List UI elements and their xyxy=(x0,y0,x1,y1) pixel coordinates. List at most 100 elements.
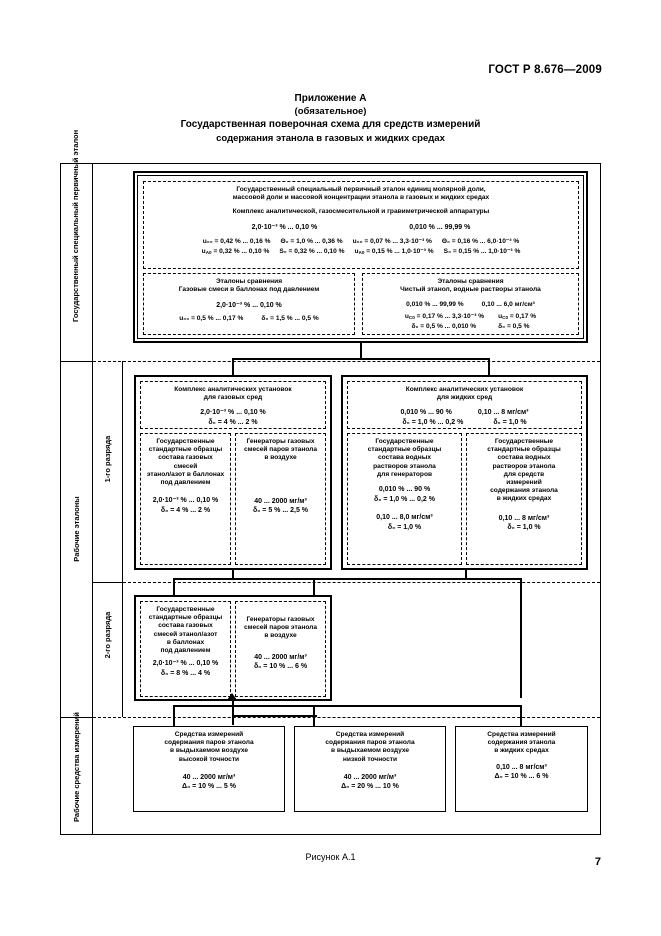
comparison-liquid-subtitle: Чистый этанол, водные растворы этанола xyxy=(400,286,541,294)
si-low-delta: Δ₀ = 20 % ... 10 % xyxy=(341,783,399,791)
rank1-lgso-si-title5: для средств xyxy=(503,470,545,478)
appendix-subtitle: (обязательное) xyxy=(294,106,367,117)
rank1-gas-gso-title4: смесей xyxy=(173,462,198,470)
zone-divider-1 xyxy=(93,361,600,362)
rank1-gas-gso-range: 2,0·10⁻³ % ... 0,10 % xyxy=(152,497,219,505)
rank1-liquid-complex-delta-right: δ₀ = 1,0 % xyxy=(493,418,527,426)
zone-divider-2 xyxy=(123,582,600,583)
rank1-gas-complex-delta: δ₀ = 4 % ... 2 % xyxy=(208,418,258,426)
appendix-title: Приложение А xyxy=(294,93,367,104)
si-high-title3: в выдыхаемом воздухе xyxy=(169,747,249,755)
rank1-gas-gso-title1: Государственные xyxy=(156,438,215,445)
comparison-gas-subtitle: Газовые смеси в баллонах под давлением xyxy=(178,286,320,294)
primary-title-line1: Государственный специальный первичный эт… xyxy=(236,186,486,193)
si-high-title4: высокой точности xyxy=(178,755,240,763)
rank1-lgso-gen-title5: для генераторов xyxy=(376,470,433,478)
rank2-gas-gso-range: 2,0·10⁻³ % ... 0,10 % xyxy=(152,660,219,668)
si-liquid-title3: в жидких средах xyxy=(494,747,549,755)
label-rank-1: 1-го разряда xyxy=(103,435,112,483)
primary-right-S0: S₀ = 0,15 % ... 1,0·10⁻³ % xyxy=(443,247,521,255)
rank2-gas-gso-delta: δ₀ = 8 % ... 4 % xyxy=(160,669,211,677)
si-liquid-title1: Средства измерений xyxy=(487,731,556,738)
rank2-gas-gen-delta: δ₀ = 10 % ... 6 % xyxy=(253,663,308,671)
connector xyxy=(313,578,315,596)
rank-label-column xyxy=(93,361,123,717)
scheme-title-line2: содержания этанола в газовых и жидких ср… xyxy=(216,132,445,144)
divider xyxy=(61,717,93,718)
comparison-liquid-title: Эталоны сравнения xyxy=(437,278,504,285)
rank1-lgso-gen-delta-a: δ₀ = 1,0 % ... 0,2 % xyxy=(374,495,435,503)
connector xyxy=(520,578,522,698)
connector xyxy=(232,570,234,580)
rank2-gas-gso-title2: стандартные образцы xyxy=(148,614,223,622)
rank2-gas-gen-range: 40 ... 2000 мг/м³ xyxy=(254,653,307,661)
si-high-title1: Средства измерений xyxy=(174,731,244,738)
rank1-lgso-si-title8: в жидких средах xyxy=(496,495,552,503)
si-low-title2: содержания паров этанола xyxy=(325,739,415,747)
comparison-liquid-u-right: uС0 = 0,17 % xyxy=(498,312,537,320)
divider xyxy=(93,582,123,583)
label-rank-2: 2-го разряда xyxy=(103,611,112,659)
si-liquid-delta: Δ₀ = 10 % ... 6 % xyxy=(494,773,549,781)
si-high-accuracy-box: Средства измерений содержания паров этан… xyxy=(133,726,285,812)
rank1-lgso-si-delta: δ₀ = 1,0 % xyxy=(507,524,541,532)
comparison-gas-u: u₀₀ = 0,5 % ... 0,17 % xyxy=(179,314,244,322)
rank1-gas-group-box: Комплекс аналитических установок для газ… xyxy=(134,375,332,570)
rank1-lgso-gen-range-a: 0,010 % ... 90 % xyxy=(378,486,431,494)
rank1-lgso-si-title7: содержания этанола xyxy=(490,487,558,495)
connector xyxy=(232,578,522,580)
arrow-up-icon xyxy=(227,693,237,700)
si-low-accuracy-box: Средства измерений содержания паров этан… xyxy=(294,726,446,812)
rank1-lgso-gen-title3: состава водных xyxy=(377,454,431,462)
comparison-standard-liquid-box: Эталоны сравнения Чистый этанол, водные … xyxy=(362,273,579,335)
rank1-lgso-gen-delta-b: δ₀ = 1,0 % xyxy=(387,523,422,531)
rank1-gas-gen-title2: смесей паров этанола xyxy=(243,446,318,454)
si-liquid-box: Средства измерений содержания этанола в … xyxy=(455,726,588,812)
si-high-title2: содержания паров этанола xyxy=(164,739,254,747)
rank2-gas-group-box: Государственные стандартные образцы сост… xyxy=(134,595,332,701)
rank1-gas-complex-range: 2,0·10⁻³ % ... 0,10 % xyxy=(200,409,266,417)
rank1-gas-gso-box: Государственные стандартные образцы сост… xyxy=(140,433,231,565)
rank1-lgso-si-range: 0,10 ... 8 мг/см³ xyxy=(498,514,550,522)
rank2-gas-gso-title6: под давлением xyxy=(160,647,211,655)
rank1-gas-gso-title3: состава газовых xyxy=(158,454,213,462)
rank2-gas-gen-title2: смесей паров этанола xyxy=(243,624,318,632)
rank1-lgso-si-title1: Государственные xyxy=(494,438,554,445)
rank1-liquid-group-box: Комплекс аналитических установок для жид… xyxy=(341,375,588,570)
comparison-gas-title: Эталоны сравнения xyxy=(215,278,283,285)
rank2-gas-generators-box: Генераторы газовых смесей паров этанола … xyxy=(235,601,326,697)
rank1-lgso-gen-title4: растворов этанола xyxy=(373,462,436,470)
rank1-gas-complex-title1: Комплекс аналитических установок xyxy=(174,386,292,393)
standard-number: ГОСТ Р 8.676—2009 xyxy=(488,64,602,76)
verification-scheme-diagram: Государственный специальный первичный эт… xyxy=(60,129,601,835)
primary-left-uA0: uA0 = 0,32 % ... 0,10 % xyxy=(201,247,270,255)
rank1-gas-gso-title5: этанол/азот в баллонах xyxy=(146,470,225,478)
comparison-gas-delta: δ₀ = 1,5 % ... 0,5 % xyxy=(261,314,319,322)
rank1-lgso-gen-title1: Государственные xyxy=(375,438,434,445)
si-liquid-title2: содержания этанола xyxy=(487,739,556,747)
label-primary-standard: Государственный специальный первичный эт… xyxy=(71,129,80,322)
label-working-standards: Рабочие эталоны xyxy=(72,496,81,562)
si-liquid-range: 0,10 ... 8 мг/см³ xyxy=(496,763,547,771)
connector xyxy=(232,705,522,707)
si-low-range: 40 ... 2000 мг/м³ xyxy=(343,773,397,781)
rank1-gas-gen-range: 40 ... 2000 мг/м³ xyxy=(254,497,307,505)
rank1-liquid-complex-title1: Комплекс аналитических установок xyxy=(405,386,524,393)
primary-right-uA0: uA0 = 0,15 % ... 1,0·10⁻³ % xyxy=(354,247,434,255)
connector xyxy=(360,343,362,360)
connector xyxy=(232,701,234,725)
connector xyxy=(488,358,490,376)
rank1-lgso-si-title6: измерений xyxy=(506,479,542,487)
level-label-column xyxy=(61,164,93,834)
connector xyxy=(173,578,233,580)
rank1-gas-gso-title2: стандартные образцы xyxy=(148,446,223,454)
rank1-liquid-complex-range-right: 0,10 ... 8 мг/см³ xyxy=(477,409,529,417)
primary-right-range: 0,010 % ... 99,99 % xyxy=(409,223,471,231)
rank1-gas-gen-title1: Генераторы газовых xyxy=(246,438,315,445)
rank1-gas-generators-box: Генераторы газовых смесей паров этанола … xyxy=(235,433,326,565)
primary-title-line2: массовой доли и массовой концентрации эт… xyxy=(232,194,490,202)
primary-right-u00: u₀₀ = 0,07 % ... 3,3·10⁻³ % xyxy=(352,238,432,246)
rank1-lgso-gen-range-b: 0,10 ... 8,0 мг/см³ xyxy=(376,514,433,522)
rank2-gas-gso-title3: состава газовых xyxy=(158,622,213,630)
